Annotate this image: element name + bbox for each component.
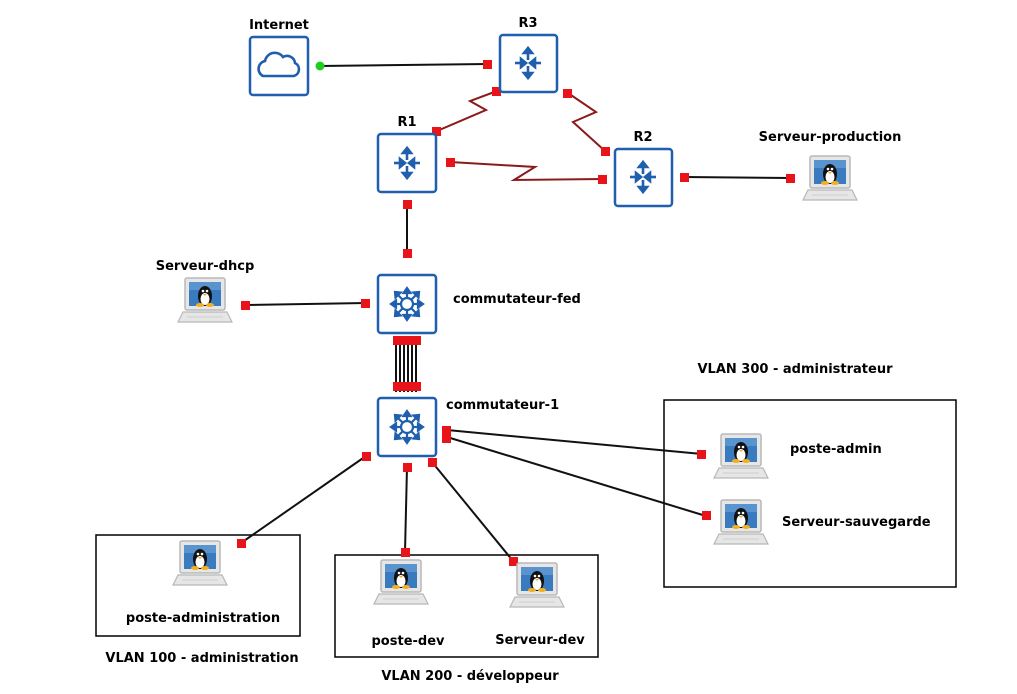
serveur-production-label: Serveur-production — [759, 130, 902, 145]
switch-commutateur-1[interactable]: commutateur-1 — [376, 396, 559, 458]
link-r2-server-production[interactable] — [683, 176, 791, 179]
linux-host-icon — [172, 540, 228, 586]
vlan100-zone — [95, 534, 301, 637]
serial-r1-r2[interactable] — [449, 161, 604, 182]
link-internet-r3[interactable] — [319, 63, 489, 67]
serial-r3-r2[interactable] — [567, 92, 606, 152]
host-poste-admin[interactable]: poste-admin — [713, 433, 882, 479]
links — [240, 63, 791, 562]
linux-host-icon — [713, 499, 769, 545]
r1-label: R1 — [397, 115, 416, 130]
commutateur-1-label: commutateur-1 — [446, 398, 559, 413]
router-r2[interactable]: R2 — [613, 130, 674, 208]
r3-label: R3 — [518, 16, 537, 31]
host-serveur-dev[interactable]: Serveur-dev — [495, 562, 585, 648]
link-switch-1-poste-administration[interactable] — [240, 455, 367, 544]
poste-dev-label: poste-dev — [372, 634, 446, 649]
internet-node[interactable]: Internet — [248, 18, 310, 97]
link-switch-1-serveur-sauvegarde[interactable] — [446, 436, 707, 517]
poste-admin-label: poste-admin — [790, 442, 882, 457]
vlan200-zone — [334, 554, 599, 658]
linux-host-icon — [177, 277, 233, 323]
commutateur-fed-label: commutateur-fed — [453, 292, 581, 307]
host-poste-administration[interactable]: poste-administration — [126, 540, 280, 626]
serial-r3-r1[interactable] — [436, 90, 498, 132]
serveur-sauvegarde-label: Serveur-sauvegarde — [782, 515, 931, 530]
cloud-icon — [257, 51, 301, 78]
host-serveur-sauvegarde[interactable]: Serveur-sauvegarde — [713, 499, 931, 545]
link-switch-1-serveur-dev[interactable] — [431, 461, 514, 562]
r2-label: R2 — [633, 130, 652, 145]
host-serveur-production[interactable]: Serveur-production — [759, 130, 902, 201]
vlan100-label: VLAN 100 - administration — [105, 651, 298, 666]
link-switch-1-poste-dev[interactable] — [404, 466, 408, 553]
link-switch-1-poste-admin[interactable] — [446, 429, 703, 455]
vlan300-zone — [663, 399, 957, 588]
serveur-dhcp-label: Serveur-dhcp — [156, 259, 255, 274]
linux-host-icon — [802, 155, 858, 201]
vlan200-label: VLAN 200 - développeur — [381, 669, 559, 684]
switch-commutateur-fed[interactable]: commutateur-fed — [376, 273, 581, 335]
link-dhcp-switch-fed[interactable] — [245, 302, 367, 306]
router-r1[interactable]: R1 — [376, 115, 438, 194]
router-r3[interactable]: R3 — [498, 16, 559, 94]
vlan300-label: VLAN 300 - administrateur — [697, 362, 893, 377]
host-serveur-dhcp[interactable]: Serveur-dhcp — [156, 259, 255, 323]
serveur-dev-label: Serveur-dev — [495, 633, 585, 648]
linux-host-icon — [373, 559, 429, 605]
internet-label: Internet — [249, 18, 309, 33]
poste-administration-label: poste-administration — [126, 611, 280, 626]
port-indicators — [237, 60, 795, 566]
port-internet — [315, 61, 325, 71]
linux-host-icon — [509, 562, 565, 608]
host-poste-dev[interactable]: poste-dev — [372, 559, 446, 649]
linux-host-icon — [713, 433, 769, 479]
